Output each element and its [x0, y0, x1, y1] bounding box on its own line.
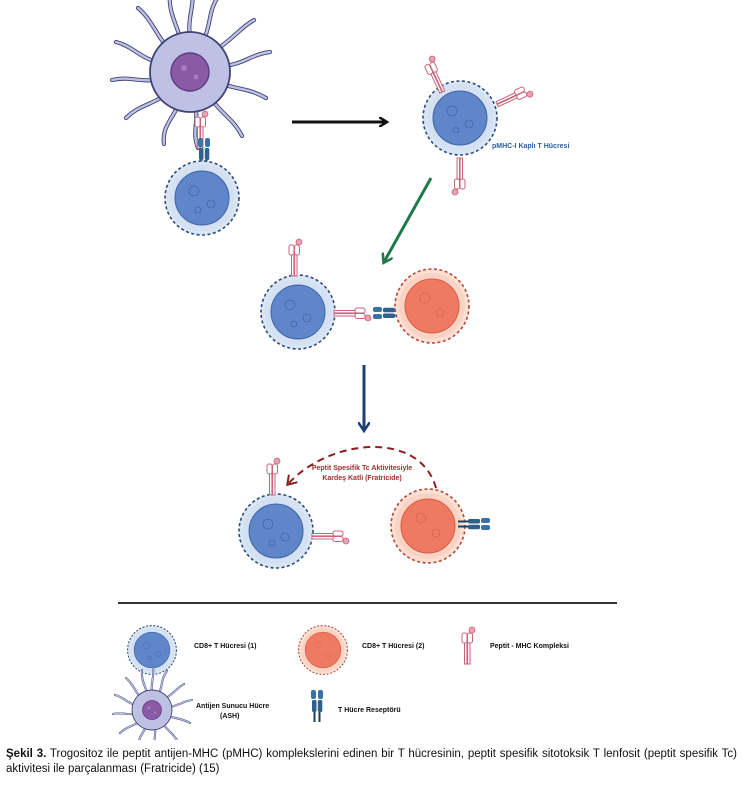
- t-cell-1-step4: [238, 493, 314, 569]
- legend-apc-label-line1: Antijen Sunucu Hücre: [196, 703, 269, 710]
- caption-label: Şekil 3.: [6, 748, 47, 760]
- t-cell-1-step3: [260, 274, 336, 350]
- legend-cd8-cell-2-label: CD8+ T Hücresi (2): [362, 643, 424, 650]
- mhc-icon: [333, 307, 372, 322]
- legend-apc-icon: [111, 666, 194, 740]
- figure-caption: Şekil 3. Trogositoz ile peptit antijen-M…: [6, 747, 737, 777]
- arrow-green: [384, 177, 433, 262]
- mhc-icon: [451, 157, 466, 196]
- pmhc-coated-t-cell: [422, 80, 498, 156]
- t-cell-1-step1: [164, 160, 240, 236]
- mhc-icon: [311, 530, 350, 545]
- t-cell-2-step3: [394, 268, 470, 344]
- t-cell-2-step4: [390, 488, 466, 564]
- trogocytosis-diagram: pMHC-I Kaplı T Hücresi Peptit Spesifik T…: [0, 0, 617, 740]
- mhc-icon: [494, 83, 535, 112]
- legend-tcr-label: T Hücre Reseptörü: [338, 707, 401, 714]
- legend-peptide-mhc-label: Peptit - MHC Kompleksi: [490, 643, 569, 650]
- mhc-icon: [266, 457, 281, 496]
- pmhc-cell-label: pMHC-I Kaplı T Hücresi: [492, 143, 569, 150]
- legend-cd8-cell-2-icon: [298, 625, 348, 675]
- legend-apc-label-line2: (ASH): [220, 713, 239, 720]
- legend-peptide-mhc-icon: [461, 626, 476, 665]
- fratricide-label-line2: Kardeş Katli (Fratricide): [322, 475, 401, 482]
- legend-cd8-cell-1-icon: [127, 625, 177, 675]
- legend-cd8-cell-1-label: CD8+ T Hücresi (1): [194, 643, 256, 650]
- legend-tcr-icon: [311, 690, 323, 722]
- apc-cell: [112, 0, 270, 148]
- fratricide-label-line1: Peptit Spesifik Tc Aktivitesiyle: [312, 465, 412, 472]
- caption-text: Trogositoz ile peptit antijen-MHC (pMHC)…: [6, 748, 737, 775]
- mhc-icon: [288, 238, 303, 277]
